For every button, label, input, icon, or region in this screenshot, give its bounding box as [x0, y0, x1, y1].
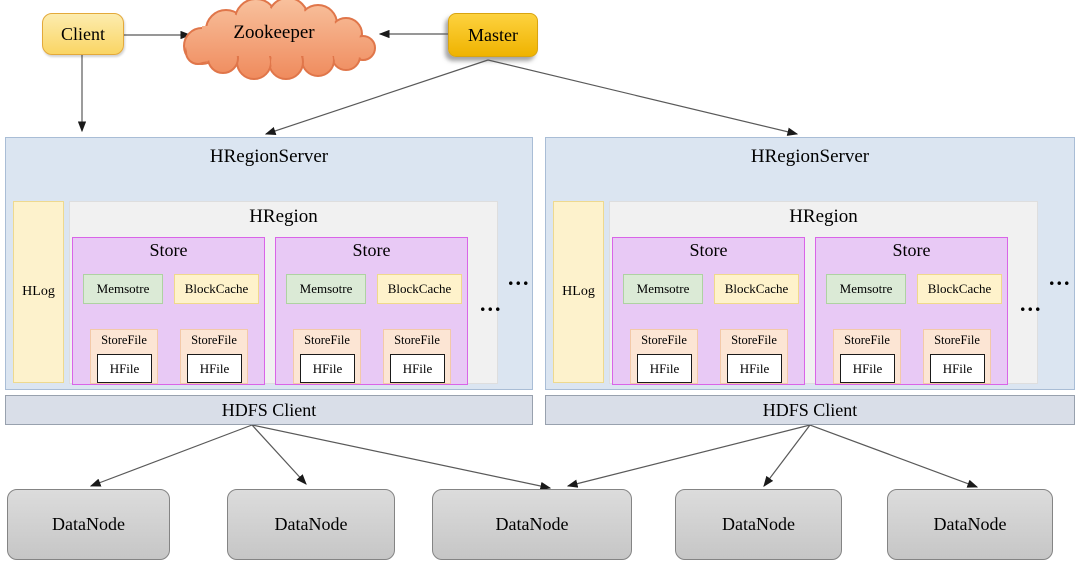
hlog-box: HLog [553, 201, 604, 383]
arrow-hdfs1-to-datanode3 [251, 424, 552, 491]
storefile-box: StoreFile HFile [180, 329, 248, 384]
cloud-icon [183, 0, 376, 80]
hfile-box: HFile [930, 354, 985, 383]
hfile-box: HFile [300, 354, 355, 383]
hfile-box: HFile [727, 354, 782, 383]
store-title: Store [689, 240, 728, 260]
arrow-master-to-hregionserver-2 [487, 59, 799, 136]
memstore-box: Memsotre [826, 274, 906, 304]
hregion-box: HRegion Store Memsotre BlockCache StoreF… [69, 201, 501, 385]
storefile-box: StoreFile HFile [720, 329, 788, 384]
storefile-label: StoreFile [304, 333, 350, 347]
hregionserver-title: HRegionServer [750, 146, 870, 167]
datanode-1: DataNode [7, 489, 170, 560]
hregionserver-2: HRegionServer HLog HRegion Store Memsotr… [545, 137, 1075, 390]
arrow-hdfs1-to-datanode1 [89, 424, 253, 487]
blockcache-box: BlockCache [174, 274, 259, 304]
hdfs-client-bar-1: HDFS Client [5, 395, 533, 425]
client-node: Client [42, 13, 124, 55]
storefile-box: StoreFile HFile [383, 329, 451, 384]
blockcache-box: BlockCache [714, 274, 799, 304]
datanode-2: DataNode [227, 489, 395, 560]
memstore-box: Memsotre [286, 274, 366, 304]
hregionserver-title: HRegionServer [209, 146, 329, 167]
store-box: Store Memsotre BlockCache StoreFile HFil… [275, 237, 468, 385]
master-label: Master [468, 24, 518, 45]
zookeeper-cloud: Zookeeper [168, 0, 380, 80]
store-box: Store Memsotre BlockCache StoreFile HFil… [72, 237, 265, 385]
arrow-hdfs2-to-datanode4 [763, 424, 811, 487]
hfile-box: HFile [840, 354, 895, 383]
storefile-label: StoreFile [934, 333, 980, 347]
storefile-label: StoreFile [641, 333, 687, 347]
datanode-4: DataNode [675, 489, 842, 560]
hregion-title: HRegion [249, 206, 318, 227]
storefile-box: StoreFile HFile [923, 329, 991, 384]
arrow-hdfs2-to-datanode3 [566, 424, 811, 488]
ellipsis-more-stores: ... [1020, 291, 1043, 316]
ellipsis-more-regions: ... [508, 265, 531, 290]
arrow-hdfs1-to-datanode2 [251, 424, 307, 485]
hdfs-client-bar-2: HDFS Client [545, 395, 1075, 425]
datanode-label: DataNode [495, 514, 569, 534]
datanode-5: DataNode [887, 489, 1053, 560]
hdfs-client-label: HDFS Client [762, 399, 858, 420]
store-title: Store [892, 240, 931, 260]
storefile-box: StoreFile HFile [293, 329, 361, 384]
blockcache-box: BlockCache [377, 274, 462, 304]
memstore-box: Memsotre [623, 274, 703, 304]
zookeeper-label: Zookeeper [233, 22, 315, 43]
ellipsis-more-regions: ... [1049, 265, 1072, 290]
store-box: Store Memsotre BlockCache StoreFile HFil… [815, 237, 1008, 385]
memstore-box: Memsotre [83, 274, 163, 304]
hregionserver-1: HRegionServer HLog HRegion Store Memsotr… [5, 137, 533, 390]
storefile-label: StoreFile [394, 333, 440, 347]
hfile-box: HFile [637, 354, 692, 383]
arrow-hdfs2-to-datanode5 [809, 424, 979, 488]
datanode-label: DataNode [722, 514, 795, 534]
store-box: Store Memsotre BlockCache StoreFile HFil… [612, 237, 805, 385]
client-label: Client [61, 23, 105, 44]
storefile-box: StoreFile HFile [90, 329, 158, 384]
datanode-label: DataNode [933, 514, 1007, 534]
storefile-box: StoreFile HFile [833, 329, 901, 384]
hdfs-client-label: HDFS Client [221, 399, 317, 420]
ellipsis-more-stores: ... [480, 291, 503, 316]
blockcache-box: BlockCache [917, 274, 1002, 304]
storefile-label: StoreFile [101, 333, 147, 347]
storefile-box: StoreFile HFile [630, 329, 698, 384]
store-title: Store [149, 240, 188, 260]
hlog-box: HLog [13, 201, 64, 383]
datanode-label: DataNode [52, 514, 125, 534]
store-title: Store [352, 240, 391, 260]
storefile-label: StoreFile [844, 333, 890, 347]
storefile-label: StoreFile [731, 333, 777, 347]
hregion-box: HRegion Store Memsotre BlockCache StoreF… [609, 201, 1041, 385]
datanode-label: DataNode [274, 514, 348, 534]
master-node: Master [448, 13, 538, 57]
hregion-title: HRegion [789, 206, 858, 227]
storefile-label: StoreFile [191, 333, 237, 347]
datanode-3: DataNode [432, 489, 632, 560]
hfile-box: HFile [187, 354, 242, 383]
hfile-box: HFile [97, 354, 152, 383]
hfile-box: HFile [390, 354, 445, 383]
